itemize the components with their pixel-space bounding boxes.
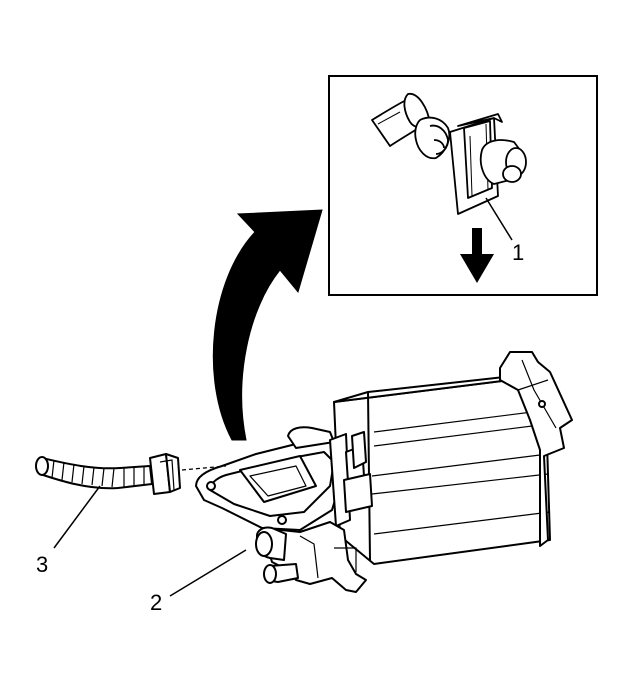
evap-hose <box>35 453 227 495</box>
leader-line-3 <box>53 485 101 549</box>
leader-line-2 <box>169 549 247 597</box>
curved-transition-arrow <box>212 209 323 441</box>
callout-3: 3 <box>36 552 48 577</box>
leader-line-1 <box>485 197 513 241</box>
evap-canister <box>195 351 573 593</box>
callout-1: 1 <box>512 240 524 265</box>
disconnect-arrow <box>460 228 494 283</box>
canister-port <box>479 139 527 185</box>
callout-2: 2 <box>150 590 162 615</box>
inset-hose <box>371 93 451 160</box>
detail-inset <box>328 75 598 296</box>
